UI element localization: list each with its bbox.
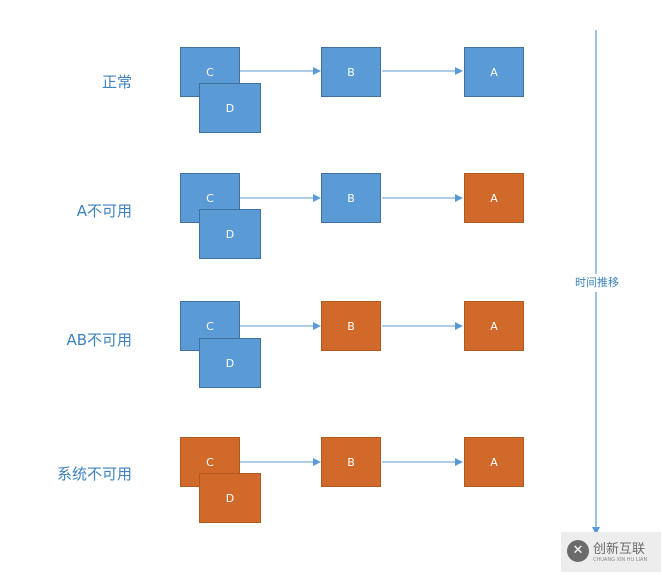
row-label: AB不可用: [66, 331, 132, 349]
brand-logo-icon: ✕: [567, 540, 589, 562]
node-a: A: [464, 301, 524, 351]
node-a: A: [464, 173, 524, 223]
row-label: 正常: [101, 73, 132, 91]
node-b: B: [321, 173, 381, 223]
node-d: D: [199, 338, 261, 388]
node-b: B: [321, 47, 381, 97]
watermark-name: 创新互联: [593, 542, 646, 557]
timeline-label: 时间推移: [560, 274, 634, 292]
node-d: D: [199, 209, 261, 259]
row-label: A不可用: [76, 202, 132, 220]
node-b: B: [321, 437, 381, 487]
node-a: A: [464, 437, 524, 487]
watermark-subtitle: CHUANG XIN HU LIAN: [593, 557, 648, 563]
node-a: A: [464, 47, 524, 97]
row-label: 系统不可用: [56, 465, 132, 483]
node-d: D: [199, 473, 261, 523]
node-d: D: [199, 83, 261, 133]
watermark-logo: ✕ 创新互联 CHUANG XIN HU LIAN: [561, 532, 661, 572]
node-b: B: [321, 301, 381, 351]
